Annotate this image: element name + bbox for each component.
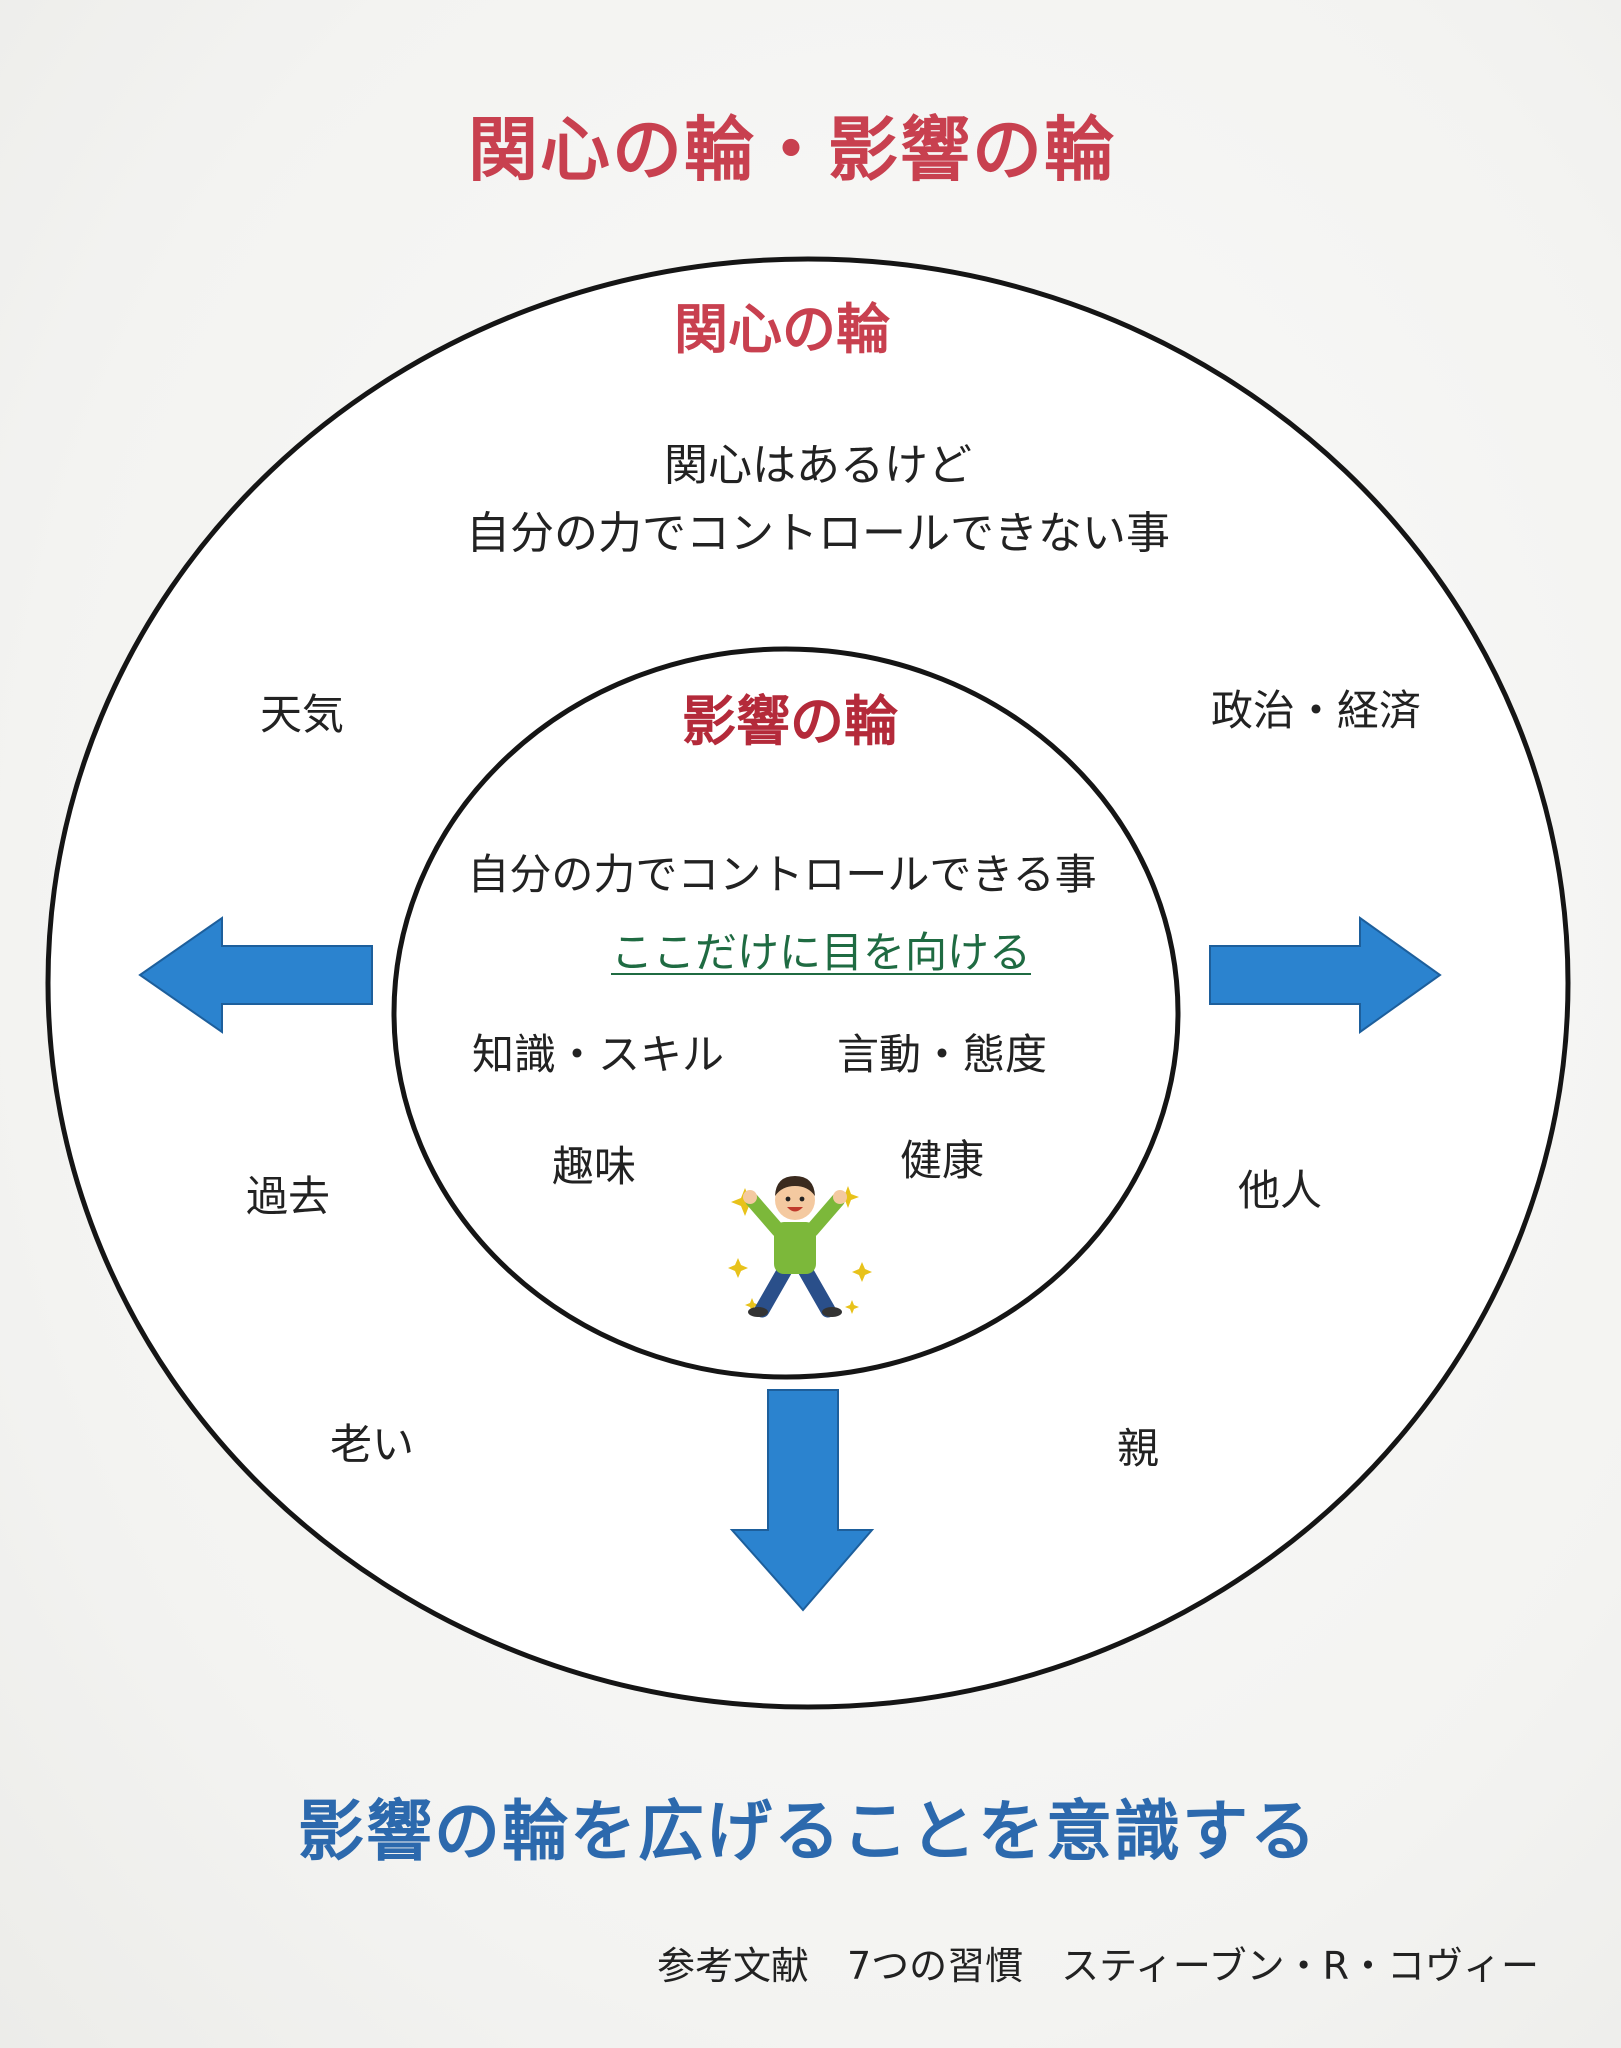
outer-item-weather: 天気 [259,690,345,739]
arrow-right-icon [1209,916,1442,1034]
outer-circle-description: 関心はあるけど 自分の力でコントロールできない事 [466,432,1170,568]
reference-citation: 参考文献 7つの習慣 スティーブン・R・コヴィー [656,1944,1540,1988]
inner-circle-description: 自分の力でコントロールできる事 [467,850,1097,899]
inner-item-behavior-attitude: 言動・態度 [836,1030,1048,1079]
page-title: 関心の輪・影響の輪 [468,109,1116,191]
inner-circle-heading: 影響の輪 [682,690,898,753]
happy-person-icon [728,1176,872,1318]
outer-description-line-1: 関心はあるけど [664,440,972,491]
outer-circle-heading: 関心の輪 [674,298,890,361]
outer-item-politics-economy: 政治・経済 [1210,686,1422,735]
arrow-down-icon [729,1389,875,1612]
inner-item-health: 健康 [899,1136,985,1185]
outer-item-aging: 老い [329,1420,415,1469]
inner-item-hobbies: 趣味 [551,1142,637,1191]
focus-text: ここだけに目を向ける [610,928,1032,977]
outer-description-line-2: 自分の力でコントロールできない事 [466,508,1170,560]
bottom-message: 影響の輪を広げることを意識する [298,1793,1318,1870]
outer-item-parents: 親 [1116,1424,1160,1473]
inner-circle [391,646,1181,1380]
arrow-left-icon [138,916,373,1034]
inner-item-knowledge-skills: 知識・スキル [471,1030,725,1079]
outer-item-past: 過去 [245,1172,331,1221]
outer-item-others: 他人 [1237,1166,1323,1215]
